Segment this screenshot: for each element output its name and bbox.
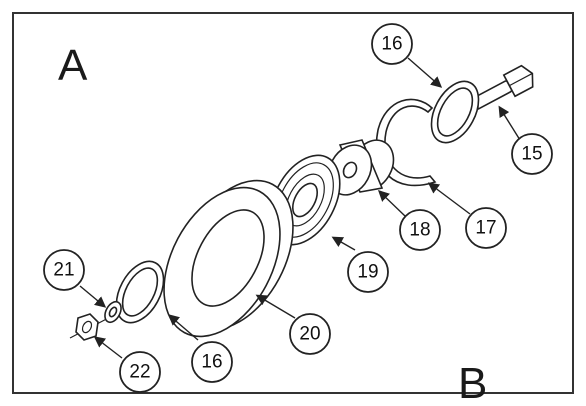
svg-text:16: 16 <box>381 34 402 55</box>
part-22-nut <box>75 313 99 341</box>
svg-text:18: 18 <box>409 220 430 241</box>
part-16-washer-top <box>430 80 480 144</box>
svg-text:19: 19 <box>357 262 378 283</box>
leader-16-top <box>407 57 443 88</box>
callout-17: 17 <box>465 207 507 249</box>
corner-label-b: B <box>458 359 487 406</box>
svg-text:17: 17 <box>475 218 496 239</box>
leader-21 <box>79 285 107 308</box>
part-16-washer-bottom <box>115 260 165 324</box>
leader-15 <box>498 105 521 141</box>
svg-text:20: 20 <box>299 324 320 345</box>
part-15-bolt <box>469 64 534 111</box>
part-21-small-washer <box>104 300 122 324</box>
callout-18: 18 <box>399 209 441 251</box>
callout-15: 15 <box>511 133 553 175</box>
leader-18 <box>377 190 406 217</box>
svg-text:22: 22 <box>129 362 150 383</box>
callout-22: 22 <box>119 351 161 393</box>
corner-label-a: A <box>58 41 88 90</box>
callout-16-bottom: 16 <box>191 341 233 383</box>
callout-19: 19 <box>347 251 389 293</box>
callout-16-top: 16 <box>371 23 413 65</box>
leader-19 <box>331 236 356 251</box>
part-18-spacer <box>327 139 395 196</box>
part-20-wheel <box>163 179 294 338</box>
svg-text:15: 15 <box>521 144 542 165</box>
svg-text:16: 16 <box>201 352 222 373</box>
leader-20 <box>255 294 296 319</box>
leader-17 <box>427 182 471 215</box>
leader-22 <box>93 336 123 359</box>
leader-16-bottom <box>167 314 199 341</box>
callout-20: 20 <box>289 313 331 355</box>
callout-21: 21 <box>43 249 85 291</box>
svg-text:21: 21 <box>53 260 74 281</box>
